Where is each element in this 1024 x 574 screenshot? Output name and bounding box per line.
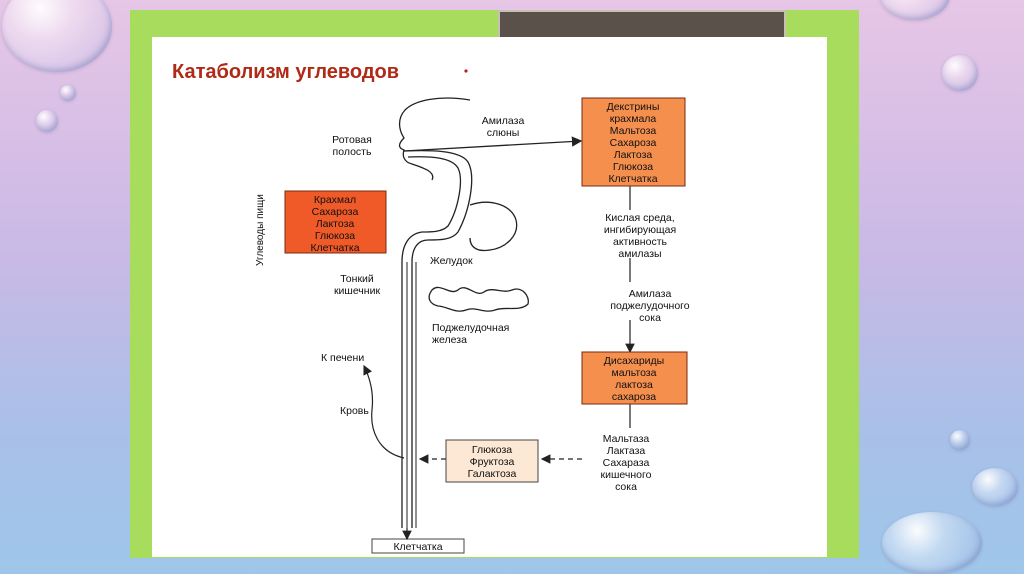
bubble-decoration [882, 512, 982, 574]
pancreatic-amylase-label: поджелудочного [610, 300, 689, 312]
monosaccharides-box [445, 439, 539, 483]
mouth-box-line: Глюкоза [613, 161, 653, 173]
intestinal-enzymes-label: Сахараза [603, 457, 650, 469]
salivary-amylase-label: слюны [487, 127, 520, 139]
mouth-box-line: Сахароза [610, 137, 657, 149]
stomach-label: Желудок [430, 255, 473, 267]
disaccharides-line: Дисахариды [604, 355, 664, 367]
bubble-decoration [942, 55, 978, 91]
bubble-decoration [60, 85, 76, 101]
food-carbohydrates-box [284, 190, 387, 254]
small-intestine-label: кишечник [334, 285, 381, 297]
disaccharides-line: мальтоза [612, 367, 657, 379]
pancreatic-amylase-label: Амилаза [629, 288, 672, 300]
food-box-line: Крахмал [314, 194, 356, 206]
pancreatic-amylase-label: сока [639, 312, 661, 324]
intestinal-enzymes-label: Лактаза [607, 445, 646, 457]
pancreas-outline [428, 286, 529, 312]
mouth-box-line: Лактоза [614, 149, 653, 161]
blood-label: Кровь [340, 405, 369, 417]
mouth-box-line: Клетчатка [608, 173, 657, 185]
mouth-box-line: крахмала [610, 113, 657, 125]
pancreas-label: железа [432, 334, 467, 346]
bubble-decoration [972, 468, 1018, 506]
bubble-decoration [950, 430, 970, 450]
acidic-env-label: ингибирующая [604, 224, 676, 236]
acidic-env-label: активность [613, 236, 668, 248]
title-dot [464, 69, 468, 73]
small-intestine-label: Тонкий [340, 273, 374, 285]
food-box-line: Глюкоза [315, 230, 355, 242]
monosaccharides-line: Фруктоза [470, 456, 515, 468]
digestive-tract-inner [401, 156, 462, 528]
pancreas-label: Поджелудочная [432, 322, 509, 334]
food-box-line: Сахароза [312, 206, 359, 218]
blood-to-liver-arrow [363, 364, 405, 459]
food-box-line: Клетчатка [310, 242, 359, 254]
bubble-decoration [36, 110, 58, 132]
mouth-products-box [581, 97, 686, 187]
disaccharides-box [581, 351, 688, 405]
to-liver-label: К печени [321, 352, 364, 364]
acidic-env-label: Кислая среда, [605, 212, 674, 224]
intestinal-enzymes-label: сока [615, 481, 637, 493]
food-carbs-vertical-label: Углеводы пищи [255, 194, 266, 266]
monosaccharides-line: Глюкоза [472, 444, 512, 456]
monosaccharides-line: Галактоза [468, 468, 517, 480]
digestive-tract-outer [403, 149, 473, 528]
bubble-decoration [2, 0, 112, 72]
food-box-line: Лактоза [316, 218, 355, 230]
salivary-amylase-label: Амилаза [482, 115, 525, 127]
fiber-box [371, 538, 465, 554]
acidic-env-label: амилазы [618, 248, 661, 260]
mouth-box-line: Декстрины [607, 101, 660, 113]
page-title: Катаболизм углеводов [172, 61, 399, 83]
mouth-to-box-arrow [403, 136, 583, 152]
disaccharides-line: лактоза [615, 379, 653, 391]
oral-cavity-label: Ротовая [332, 134, 372, 146]
stomach-outline [469, 201, 518, 252]
head-outline [398, 97, 471, 181]
bubble-decoration [880, 0, 950, 20]
intestinal-enzymes-label: кишечного [601, 469, 652, 481]
disaccharides-line: сахароза [612, 391, 656, 403]
fiber-box-label: Клетчатка [393, 541, 442, 553]
intestinal-enzymes-label: Мальтаза [603, 433, 650, 445]
mouth-box-line: Мальтоза [610, 125, 657, 137]
oral-cavity-label: полость [333, 146, 372, 158]
